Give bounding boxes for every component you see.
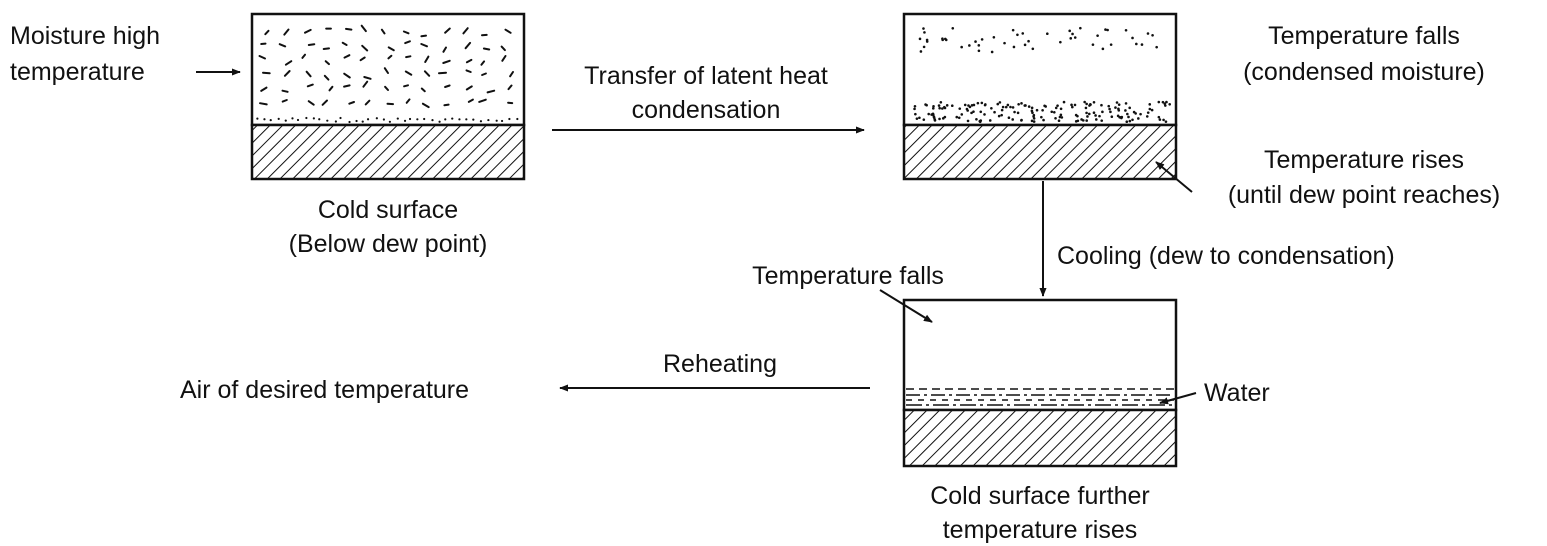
- moisture-label-line2: temperature: [10, 58, 145, 86]
- arrows: [196, 68, 1197, 405]
- temp-rises-line1: Temperature rises: [1264, 146, 1464, 174]
- temp-falls-bottom-label: Temperature falls: [752, 262, 944, 290]
- air-desired-label: Air of desired temperature: [180, 376, 469, 404]
- air-region-3: [902, 298, 1178, 412]
- temp-rises-line2: (until dew point reaches): [1228, 181, 1500, 209]
- temp-falls-bottom-arrow: [879, 289, 933, 323]
- cold-further-line2: temperature rises: [943, 516, 1138, 544]
- box-cold-surface: [250, 12, 526, 181]
- air-region-2: [902, 12, 1178, 127]
- water-arrow: [1159, 392, 1197, 405]
- transfer-label-line2: condensation: [632, 96, 781, 124]
- surface-moisture-layer: [256, 116, 519, 124]
- cold-surface-hatch-1: [250, 123, 526, 181]
- box-condensation: [902, 12, 1178, 181]
- labels: Moisture high temperature Transfer of la…: [10, 22, 1500, 544]
- moisture-label-line1: Moisture high: [10, 22, 160, 50]
- transfer-label-line1: Transfer of latent heat: [584, 62, 828, 90]
- air-region-1: [250, 12, 526, 127]
- sparse-moisture-particles: [918, 26, 1158, 54]
- cold-surface-label-line2: (Below dew point): [289, 230, 488, 258]
- reheating-label: Reheating: [663, 350, 777, 378]
- temp-falls-top-line1: Temperature falls: [1268, 22, 1460, 50]
- water-label: Water: [1204, 379, 1270, 407]
- water-layer: [906, 388, 1174, 406]
- cold-surface-hatch-3: [902, 408, 1178, 468]
- box-water: [902, 298, 1178, 468]
- condensed-moisture-layer: [913, 100, 1171, 124]
- moisture-particles: [258, 24, 514, 109]
- cold-surface-label-line1: Cold surface: [318, 196, 458, 224]
- temp-falls-top-line2: (condensed moisture): [1243, 58, 1485, 86]
- cold-further-line1: Cold surface further: [930, 482, 1150, 510]
- cold-surface-hatch-2: [902, 123, 1178, 181]
- temp-rises-arrow: [1155, 161, 1193, 193]
- cooling-label: Cooling (dew to condensation): [1057, 242, 1395, 270]
